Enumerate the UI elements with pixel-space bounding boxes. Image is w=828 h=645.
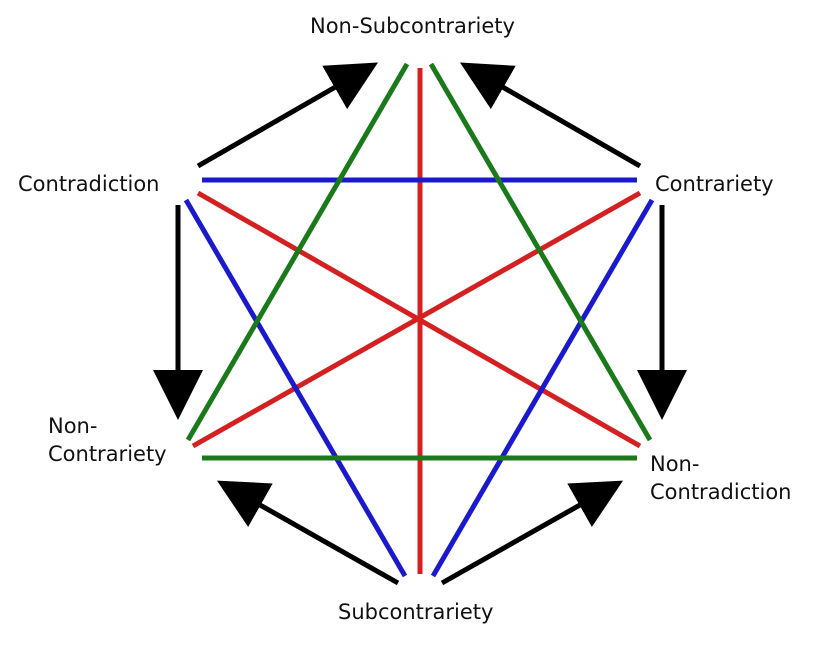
line-subcontrariety-left [185,62,410,442]
node-label-text: Contrariety [655,172,774,196]
arrow-contrariety-to-nonsubcontrariety [459,62,642,169]
node-label-line-2: Contradiction [650,480,792,504]
arrow-subcontrariety-to-noncontrariety [216,480,400,586]
node-label-line-2: Contrariety [48,442,167,466]
line-contradiction-right-down [191,190,642,449]
node-label-non-contradiction: Non- Contradiction [650,450,792,506]
node-label-text: Subcontrariety [338,600,494,624]
node-label-text: Contradiction [18,172,160,196]
arrow-subcontrariety-to-noncontradiction [440,480,624,586]
line-contrariety-right [430,198,655,578]
line-contrariety-left [183,198,408,578]
arrow-contradiction-to-nonsubcontrariety [196,62,379,169]
node-label-subcontrariety: Subcontrariety [338,598,493,626]
line-subcontrariety-right [428,62,653,442]
node-label-contrariety: Contrariety [655,170,774,198]
node-label-non-contrariety: Non- Contrariety [48,412,167,468]
node-label-text: Non-Subcontrariety [310,14,515,38]
node-label-non-subcontrariety: Non-Subcontrariety [310,12,515,40]
node-label-contradiction: Contradiction [18,170,160,198]
node-label-line-1: Non- [48,414,98,438]
node-label-line-1: Non- [650,452,700,476]
